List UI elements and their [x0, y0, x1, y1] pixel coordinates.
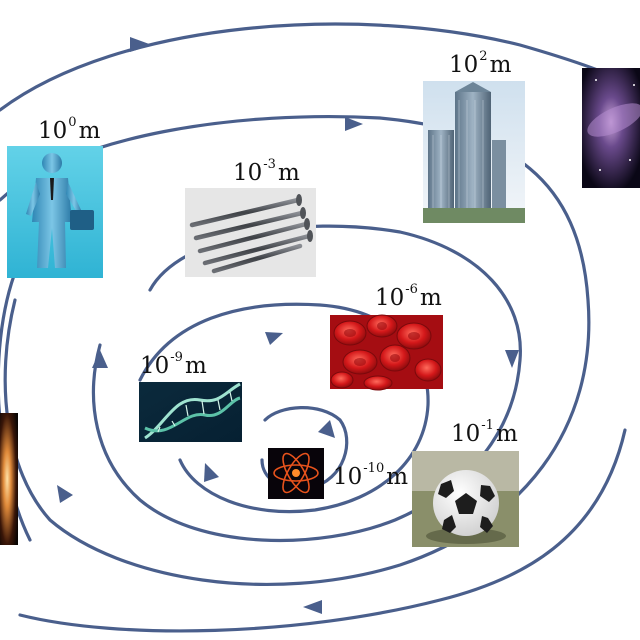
label-nails-scale: 10-3m [233, 157, 300, 186]
label-atom-scale: 10-10m [333, 461, 409, 490]
label-dna-scale: 10-9m [140, 350, 207, 379]
arrow-2 [345, 117, 363, 131]
arrow-6 [92, 350, 108, 368]
dna-image [139, 382, 242, 442]
label-building-scale: 102m [449, 49, 512, 78]
label-blood-scale: 10-6m [375, 282, 442, 311]
blood-cells-image [330, 314, 443, 391]
building-image [423, 81, 525, 223]
spiral-path [0, 22, 640, 633]
atom-image [268, 448, 324, 499]
person-image [7, 146, 103, 278]
arrow-7 [265, 332, 283, 345]
star-image [0, 413, 18, 545]
galaxy-image [582, 68, 640, 188]
arrow-5 [57, 485, 73, 503]
nails-image [185, 188, 316, 277]
arrow-8 [204, 463, 219, 482]
arrow-9 [318, 420, 335, 438]
spiral-arrows [57, 37, 519, 614]
arrow-3 [505, 350, 519, 368]
label-ball-scale: 10-1m [451, 418, 518, 447]
football-image [412, 451, 519, 547]
arrow-4 [303, 600, 322, 614]
arrow-1 [130, 37, 152, 52]
label-person-scale: 100m [38, 115, 101, 144]
